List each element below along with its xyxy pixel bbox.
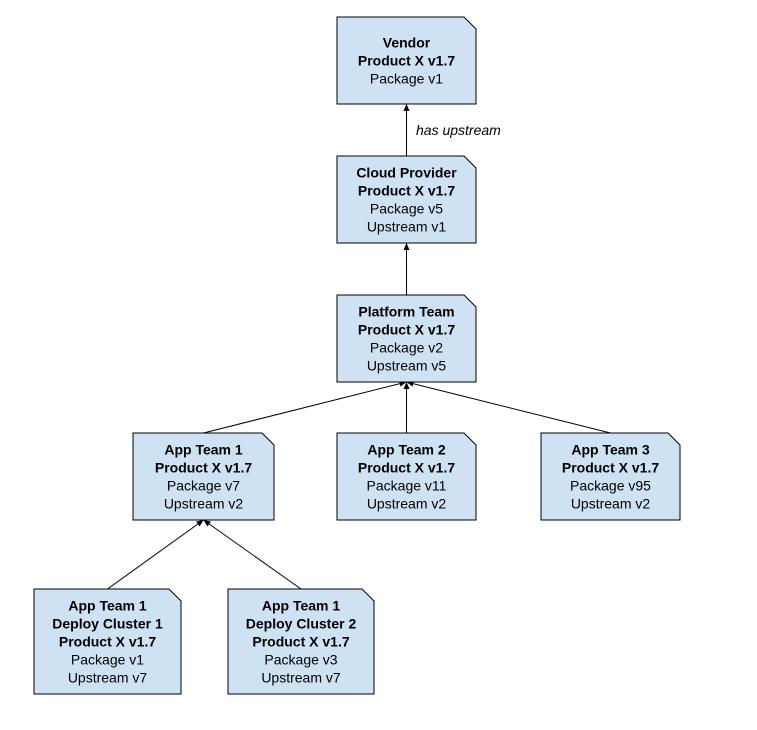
node-deploy1: App Team 1 Deploy Cluster 1 Product X v1.7… (33, 588, 182, 695)
node-detail-line: Package v5 (370, 201, 443, 217)
node-title-line: Deploy Cluster 1 (52, 616, 163, 632)
node-title-line: Product X v1.7 (562, 460, 659, 476)
node-shape (336, 294, 477, 383)
node-detail-line: Upstream v7 (68, 670, 148, 686)
node-detail-line: Upstream v2 (571, 496, 651, 512)
edge-app1-to-platform (203, 380, 407, 434)
node-title-line: Product X v1.7 (358, 460, 455, 476)
node-shape (336, 432, 477, 521)
node-title-line: Product X v1.7 (358, 183, 455, 199)
node-title-line: Product X v1.7 (358, 322, 455, 338)
node-title-line: Product X v1.7 (59, 634, 156, 650)
edge-deploy2-to-app1 (203, 519, 302, 590)
node-detail-line: Upstream v7 (261, 670, 341, 686)
edge-label-has-upstream: has upstream (416, 122, 501, 138)
node-title-line: App Team 3 (571, 442, 650, 458)
node-shape (540, 432, 681, 521)
node-detail-line: Package v7 (167, 478, 240, 494)
node-detail-line: Package v1 (370, 71, 443, 87)
node-title-line: App Team 1 (262, 598, 341, 614)
node-title-line: App Team 1 (68, 598, 147, 614)
node-shape (336, 16, 477, 105)
node-detail-line: Upstream v2 (367, 496, 447, 512)
node-shape (336, 155, 477, 244)
node-detail-line: Package v1 (71, 652, 144, 668)
node-title-line: Vendor (383, 35, 431, 51)
edge-app3-to-platform (406, 380, 611, 434)
node-shape (132, 432, 275, 521)
node-detail-line: Package v3 (264, 652, 337, 668)
node-detail-line: Upstream v5 (367, 358, 447, 374)
node-title-line: Deploy Cluster 2 (246, 616, 357, 632)
node-title-line: Product X v1.7 (358, 53, 455, 69)
node-title-line: Product X v1.7 (155, 460, 252, 476)
node-detail-line: Package v2 (370, 340, 443, 356)
node-detail-line: Upstream v2 (164, 496, 244, 512)
node-title-line: Product X v1.7 (252, 634, 349, 650)
node-detail-line: Upstream v1 (367, 219, 447, 235)
node-detail-line: Package v11 (367, 478, 447, 494)
node-deploy2: App Team 1 Deploy Cluster 2 Product X v1.7… (227, 588, 375, 695)
node-title-line: App Team 2 (367, 442, 446, 458)
node-title-line: Cloud Provider (356, 165, 457, 181)
edge-deploy1-to-app1 (107, 519, 204, 590)
node-shape (33, 588, 182, 695)
node-title-line: App Team 1 (164, 442, 243, 458)
node-shape (227, 588, 375, 695)
node-detail-line: Package v95 (570, 478, 651, 494)
node-title-line: Platform Team (358, 304, 454, 320)
